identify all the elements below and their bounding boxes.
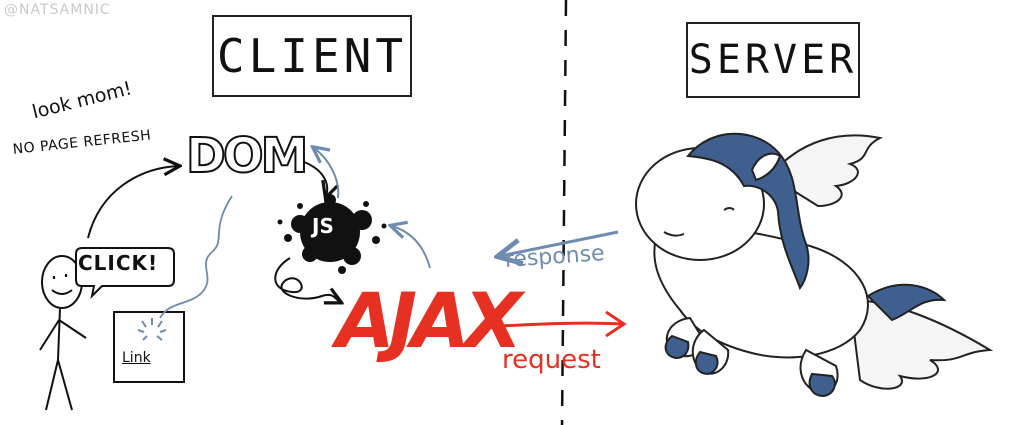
squiggle-dom-to-link [159,195,233,319]
ajax-label: AJAX [336,276,522,365]
request-arrowhead [605,310,627,338]
click-speech-bubble [75,247,175,300]
pegasus-illustration [635,132,994,398]
js-ink-splat [277,194,387,274]
arrow-dom-to-js [303,161,327,196]
dom-label: DOM [185,127,309,185]
client-title-box: CLIENT [212,15,412,97]
stick-figure [39,255,87,411]
arrow-figure-to-dom [87,166,178,239]
link-label[interactable]: Link [122,350,151,366]
watermark: @NATSAMNIC [4,2,111,18]
js-label: JS [312,214,334,238]
server-title: SERVER [688,37,858,83]
client-server-divider [560,0,568,425]
hoof-2 [694,350,719,376]
hoof-3 [808,372,836,398]
smile [663,231,685,237]
hoof-1 [664,334,690,360]
tail [866,283,947,322]
arrow-ajax-to-js [392,226,431,269]
response-arrow [500,230,619,256]
request-arrow [499,321,623,328]
client-title: CLIENT [216,29,408,83]
request-label: request [502,345,601,375]
server-title-box: SERVER [686,22,860,98]
ear [750,152,782,182]
arrow-js-to-dom [314,148,340,199]
lower-wing [848,298,994,390]
loading-spinner-icon [137,318,167,341]
swirl-js-to-ajax [274,257,340,302]
upper-wing [768,134,884,208]
eye [723,207,735,211]
mane [686,132,810,291]
click-label: CLICK! [78,251,159,275]
link-box [113,311,185,383]
